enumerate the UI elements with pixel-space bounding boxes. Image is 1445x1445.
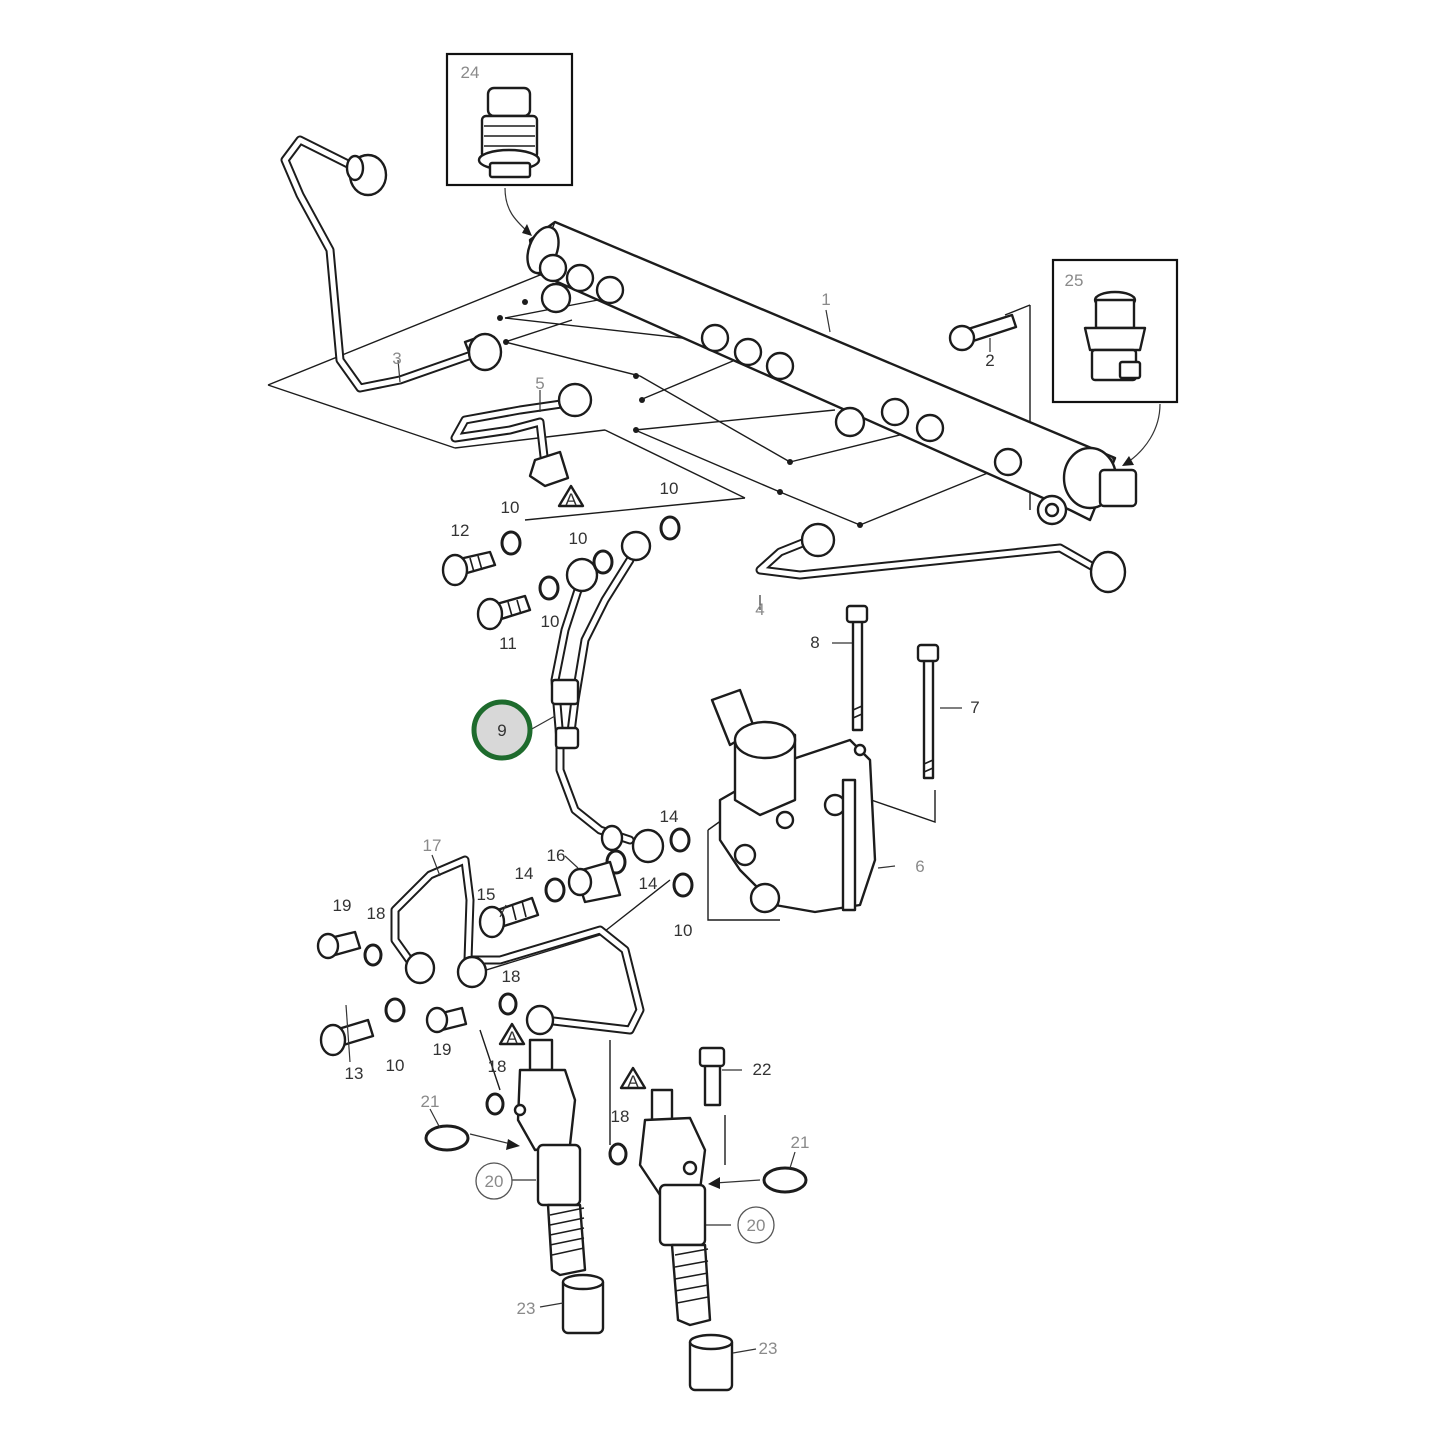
thread-12 (469, 555, 483, 573)
label-13: 13 (345, 1064, 364, 1083)
warning-triangle-1: A (557, 484, 585, 509)
label-19a: 19 (333, 896, 352, 915)
label-2: 2 (985, 351, 994, 370)
label-10e: 10 (674, 921, 693, 940)
label-10f: 10 (386, 1056, 405, 1075)
label-20b: 20 (747, 1216, 766, 1235)
label-7: 7 (970, 698, 979, 717)
warning-label: A (627, 1072, 639, 1091)
label-16: 16 (547, 846, 566, 865)
label-18c: 18 (488, 1057, 507, 1076)
warning-triangle-2: A (498, 1022, 526, 1047)
label-9: 9 (497, 721, 506, 740)
injector-pipe-17 (390, 855, 645, 1036)
label-10d: 10 (660, 479, 679, 498)
bolt-22 (698, 1046, 726, 1107)
label-19b: 19 (433, 1040, 452, 1059)
highlight-ring[interactable] (471, 699, 533, 761)
label-23a: 23 (517, 1299, 536, 1318)
injector-right (638, 1088, 734, 1392)
label-24: 24 (461, 63, 480, 82)
high-pressure-pipe-4 (755, 522, 1127, 594)
warning-label: A (506, 1028, 518, 1047)
fuel-rail (526, 220, 1138, 526)
label-25: 25 (1065, 271, 1084, 290)
warning-triangle-3: A (619, 1066, 647, 1091)
return-pipe-assembly-9 (550, 530, 665, 864)
label-15: 15 (477, 885, 496, 904)
label-12: 12 (451, 521, 470, 540)
bolt-2 (948, 313, 1018, 352)
injector-seals-21 (424, 1124, 808, 1194)
inset-box-24 (445, 52, 574, 236)
callout-labels: 1 2 3 4 5 6 7 8 9 10 10 10 10 10 10 11 1… (333, 63, 1084, 1358)
reference-dots (497, 299, 863, 528)
callout-leaders (345, 309, 991, 1354)
injector-bolts (316, 930, 628, 1166)
label-18a: 18 (367, 904, 386, 923)
callout-20-left: 20 (475, 1162, 513, 1200)
callout-20-right: 20 (737, 1206, 775, 1244)
label-21b: 21 (791, 1133, 810, 1152)
label-3: 3 (392, 349, 401, 368)
label-21a: 21 (421, 1092, 440, 1111)
label-11: 11 (499, 634, 517, 653)
label-14c: 14 (639, 874, 658, 893)
label-14a: 14 (660, 807, 679, 826)
label-20a: 20 (485, 1172, 504, 1191)
injector-left (513, 1038, 605, 1335)
label-18d: 18 (611, 1107, 630, 1126)
high-pressure-pump (710, 688, 877, 914)
label-18b: 18 (502, 967, 521, 986)
high-pressure-pipe-5 (450, 382, 593, 488)
banjo-bolts-upper (441, 550, 532, 631)
label-6: 6 (915, 857, 924, 876)
highlighted-callout-9[interactable]: 9 (471, 699, 533, 761)
rail-port-row (538, 253, 1023, 477)
label-17: 17 (423, 836, 442, 855)
label-10b: 10 (569, 529, 588, 548)
label-23b: 23 (759, 1339, 778, 1358)
label-14b: 14 (515, 864, 534, 883)
warning-symbols: A A A (498, 484, 647, 1091)
label-10a: 10 (501, 498, 520, 517)
label-4: 4 (755, 600, 764, 619)
assembly-arrows (469, 1133, 761, 1189)
label-5: 5 (535, 374, 544, 393)
warning-label: A (565, 490, 577, 509)
reference-lines (267, 274, 1031, 1165)
label-1: 1 (821, 290, 830, 309)
label-10c: 10 (541, 612, 560, 631)
label-8: 8 (810, 633, 819, 652)
label-22: 22 (753, 1060, 772, 1079)
high-pressure-pipe-3 (280, 135, 503, 393)
spring-left (549, 1207, 585, 1256)
spring-right (674, 1248, 709, 1304)
pump-bolts (845, 604, 940, 780)
lower-fittings (478, 849, 627, 939)
inset-box-25 (1051, 258, 1179, 466)
sealing-washers-10 (500, 515, 694, 898)
